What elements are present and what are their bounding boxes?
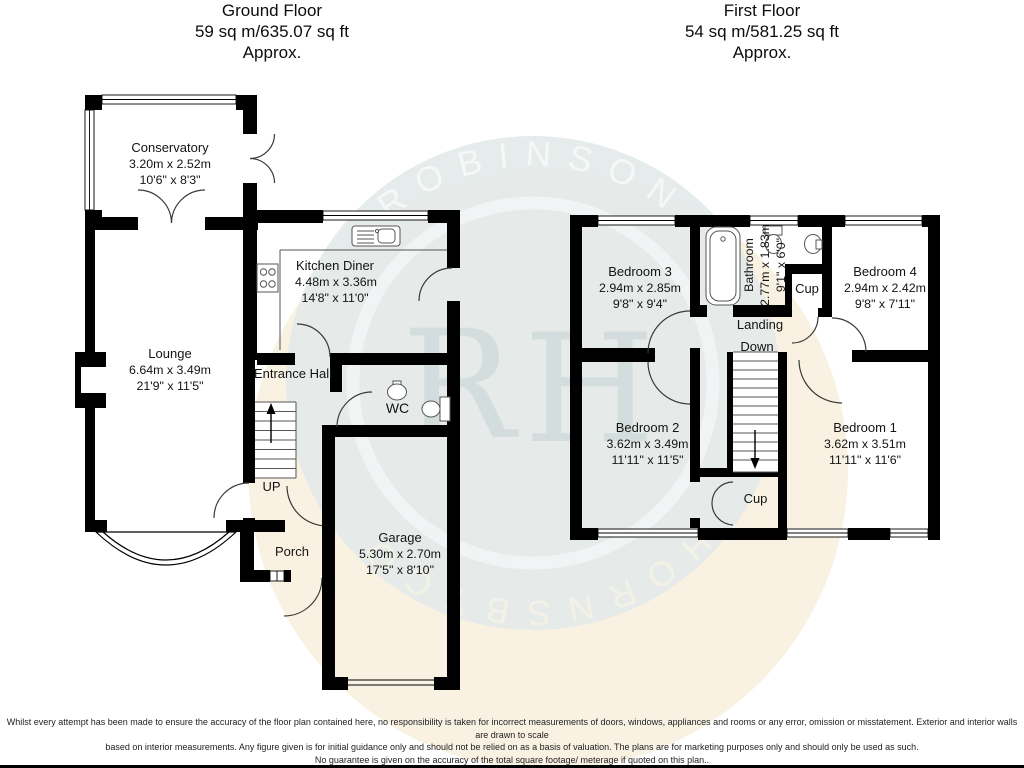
room-metric: 4.48m x 3.36m xyxy=(295,274,377,289)
room-name: Garage xyxy=(378,530,422,545)
toilet-icon xyxy=(764,225,783,254)
room-name: Entrance Hall xyxy=(253,366,333,381)
room-label-cup-bottom: Cup xyxy=(733,491,778,508)
conservatory-door-arcs xyxy=(137,133,276,224)
wc-basin-icon xyxy=(387,380,407,401)
room-metric: 2.77m x 1.83m xyxy=(757,224,772,306)
kitchen-window xyxy=(322,210,429,221)
ground-floor-approx: Approx. xyxy=(242,43,302,62)
room-name: Cup xyxy=(795,281,819,296)
room-name: Bedroom 2 xyxy=(615,420,680,435)
room-metric: 3.62m x 3.49m xyxy=(606,436,689,451)
room-metric: 3.20m x 2.52m xyxy=(129,156,211,171)
watermark-ring xyxy=(346,196,720,570)
room-imperial: 17'5" x 8'10" xyxy=(366,562,434,577)
down-label: Down xyxy=(740,339,774,354)
lounge-door-arc xyxy=(213,482,250,519)
disclaimer: Whilst every attempt has been made to en… xyxy=(0,716,1024,768)
room-metric: 6.64m x 3.49m xyxy=(129,362,211,377)
room-label-conservatory: Conservatory 3.20m x 2.52m 10'6" x 8'3" xyxy=(95,140,245,188)
conservatory-windows xyxy=(84,94,237,211)
room-metric: 3.62m x 3.51m xyxy=(824,436,906,451)
watermark-monogram-h: H xyxy=(524,303,655,477)
basin-icon xyxy=(804,234,823,254)
bottom-border-line xyxy=(0,765,1024,768)
room-name: Lounge xyxy=(148,346,192,361)
room-imperial: 14'8" x 11'0" xyxy=(301,290,369,305)
landing-label: Landing xyxy=(736,317,784,332)
stairs-down xyxy=(733,351,778,473)
sink-icon xyxy=(351,225,401,247)
room-label-wc: WC xyxy=(375,400,420,418)
garage-walls xyxy=(322,425,460,690)
wc-door-arc xyxy=(336,391,373,428)
first-floor-approx: Approx. xyxy=(732,43,792,62)
room-name: Cup xyxy=(743,491,768,506)
disclaimer-line-3: No guarantee is given on the accuracy of… xyxy=(314,754,710,765)
first-floor-title-block: First Floor 54 sq m/581.25 sq ft Approx. xyxy=(582,0,942,63)
room-label-porch: Porch xyxy=(252,544,332,561)
kitchen-door-arcs xyxy=(296,267,453,358)
room-metric: 2.94m x 2.85m xyxy=(599,280,681,295)
room-label-lounge: Lounge 6.64m x 3.49m 21'9" x 11'5" xyxy=(95,346,245,394)
first-windows xyxy=(597,215,929,538)
room-label-kitchen-diner: Kitchen Diner 4.48m x 3.36m 14'8" x 11'0… xyxy=(295,258,377,306)
room-imperial: 9'8" x 7'11" xyxy=(854,296,916,311)
ground-floor-title: Ground Floor xyxy=(221,1,323,20)
room-label-bathroom: Bathroom 2.77m x 1.83m 9'1" x 6'0" xyxy=(742,212,788,318)
fireplace-recess xyxy=(81,367,97,393)
room-label-bedroom-3: Bedroom 3 2.94m x 2.85m 9'8" x 9'4" xyxy=(575,264,705,312)
room-name: Porch xyxy=(275,544,309,559)
disclaimer-line-1: Whilst every attempt has been made to en… xyxy=(6,717,1018,740)
porch-window xyxy=(269,570,285,582)
disclaimer-line-2: based on interior measurements. Any figu… xyxy=(105,742,919,752)
room-imperial: 9'1" x 6'0" xyxy=(773,237,788,293)
wc-walls xyxy=(330,365,460,437)
room-name: Bedroom 3 xyxy=(608,264,672,279)
ground-floor-title-block: Ground Floor 59 sq m/635.07 sq ft Approx… xyxy=(92,0,452,63)
watermark-monogram-r: R xyxy=(402,299,519,473)
room-imperial: 21'9" x 11'5" xyxy=(136,378,204,393)
room-metric: 2.94m x 2.42m xyxy=(844,280,926,295)
room-imperial: 11'11" x 11'6" xyxy=(828,452,902,467)
room-name: Bathroom xyxy=(742,238,756,292)
bath-icon xyxy=(705,226,741,306)
ground-floor-area: 59 sq m/635.07 sq ft xyxy=(194,22,350,41)
room-name: Conservatory xyxy=(131,140,209,155)
first-floor-title: First Floor xyxy=(723,1,801,20)
wc-toilet-icon xyxy=(421,396,451,422)
room-imperial: 10'6" x 8'3" xyxy=(139,172,201,187)
room-name: Bedroom 1 xyxy=(833,420,897,435)
room-label-entrance-hall: Entrance Hall xyxy=(252,366,334,383)
room-imperial: 11'11" x 11'5" xyxy=(611,452,684,467)
room-label-bedroom-1: Bedroom 1 3.62m x 3.51m 11'11" x 11'6" xyxy=(795,420,935,468)
porch-door-arcs xyxy=(283,485,328,617)
garage-door xyxy=(348,679,434,686)
kitchen-counter xyxy=(279,249,447,350)
room-imperial: 9'8" x 9'4" xyxy=(612,296,668,311)
hob-icon xyxy=(256,263,279,293)
room-label-garage: Garage 5.30m x 2.70m 17'5" x 8'10" xyxy=(330,530,470,578)
room-name: Bedroom 4 xyxy=(853,264,917,279)
room-metric: 5.30m x 2.70m xyxy=(359,546,441,561)
conservatory-walls xyxy=(85,95,258,230)
room-name: WC xyxy=(385,400,410,416)
first-outer-walls xyxy=(570,215,940,540)
stairs-up-label: UP xyxy=(262,479,281,494)
room-label-bedroom-4: Bedroom 4 2.94m x 2.42m 9'8" x 7'11" xyxy=(820,264,950,312)
first-floor-plan xyxy=(570,215,940,540)
bay-window xyxy=(94,531,238,566)
stairs-up xyxy=(255,401,297,479)
room-name: Kitchen Diner xyxy=(295,258,375,273)
room-label-cup-top: Cup xyxy=(786,281,828,298)
first-floor-area: 54 sq m/581.25 sq ft xyxy=(684,22,840,41)
ground-floor-plan xyxy=(75,94,460,690)
room-label-bedroom-2: Bedroom 2 3.62m x 3.49m 11'11" x 11'5" xyxy=(580,420,715,468)
